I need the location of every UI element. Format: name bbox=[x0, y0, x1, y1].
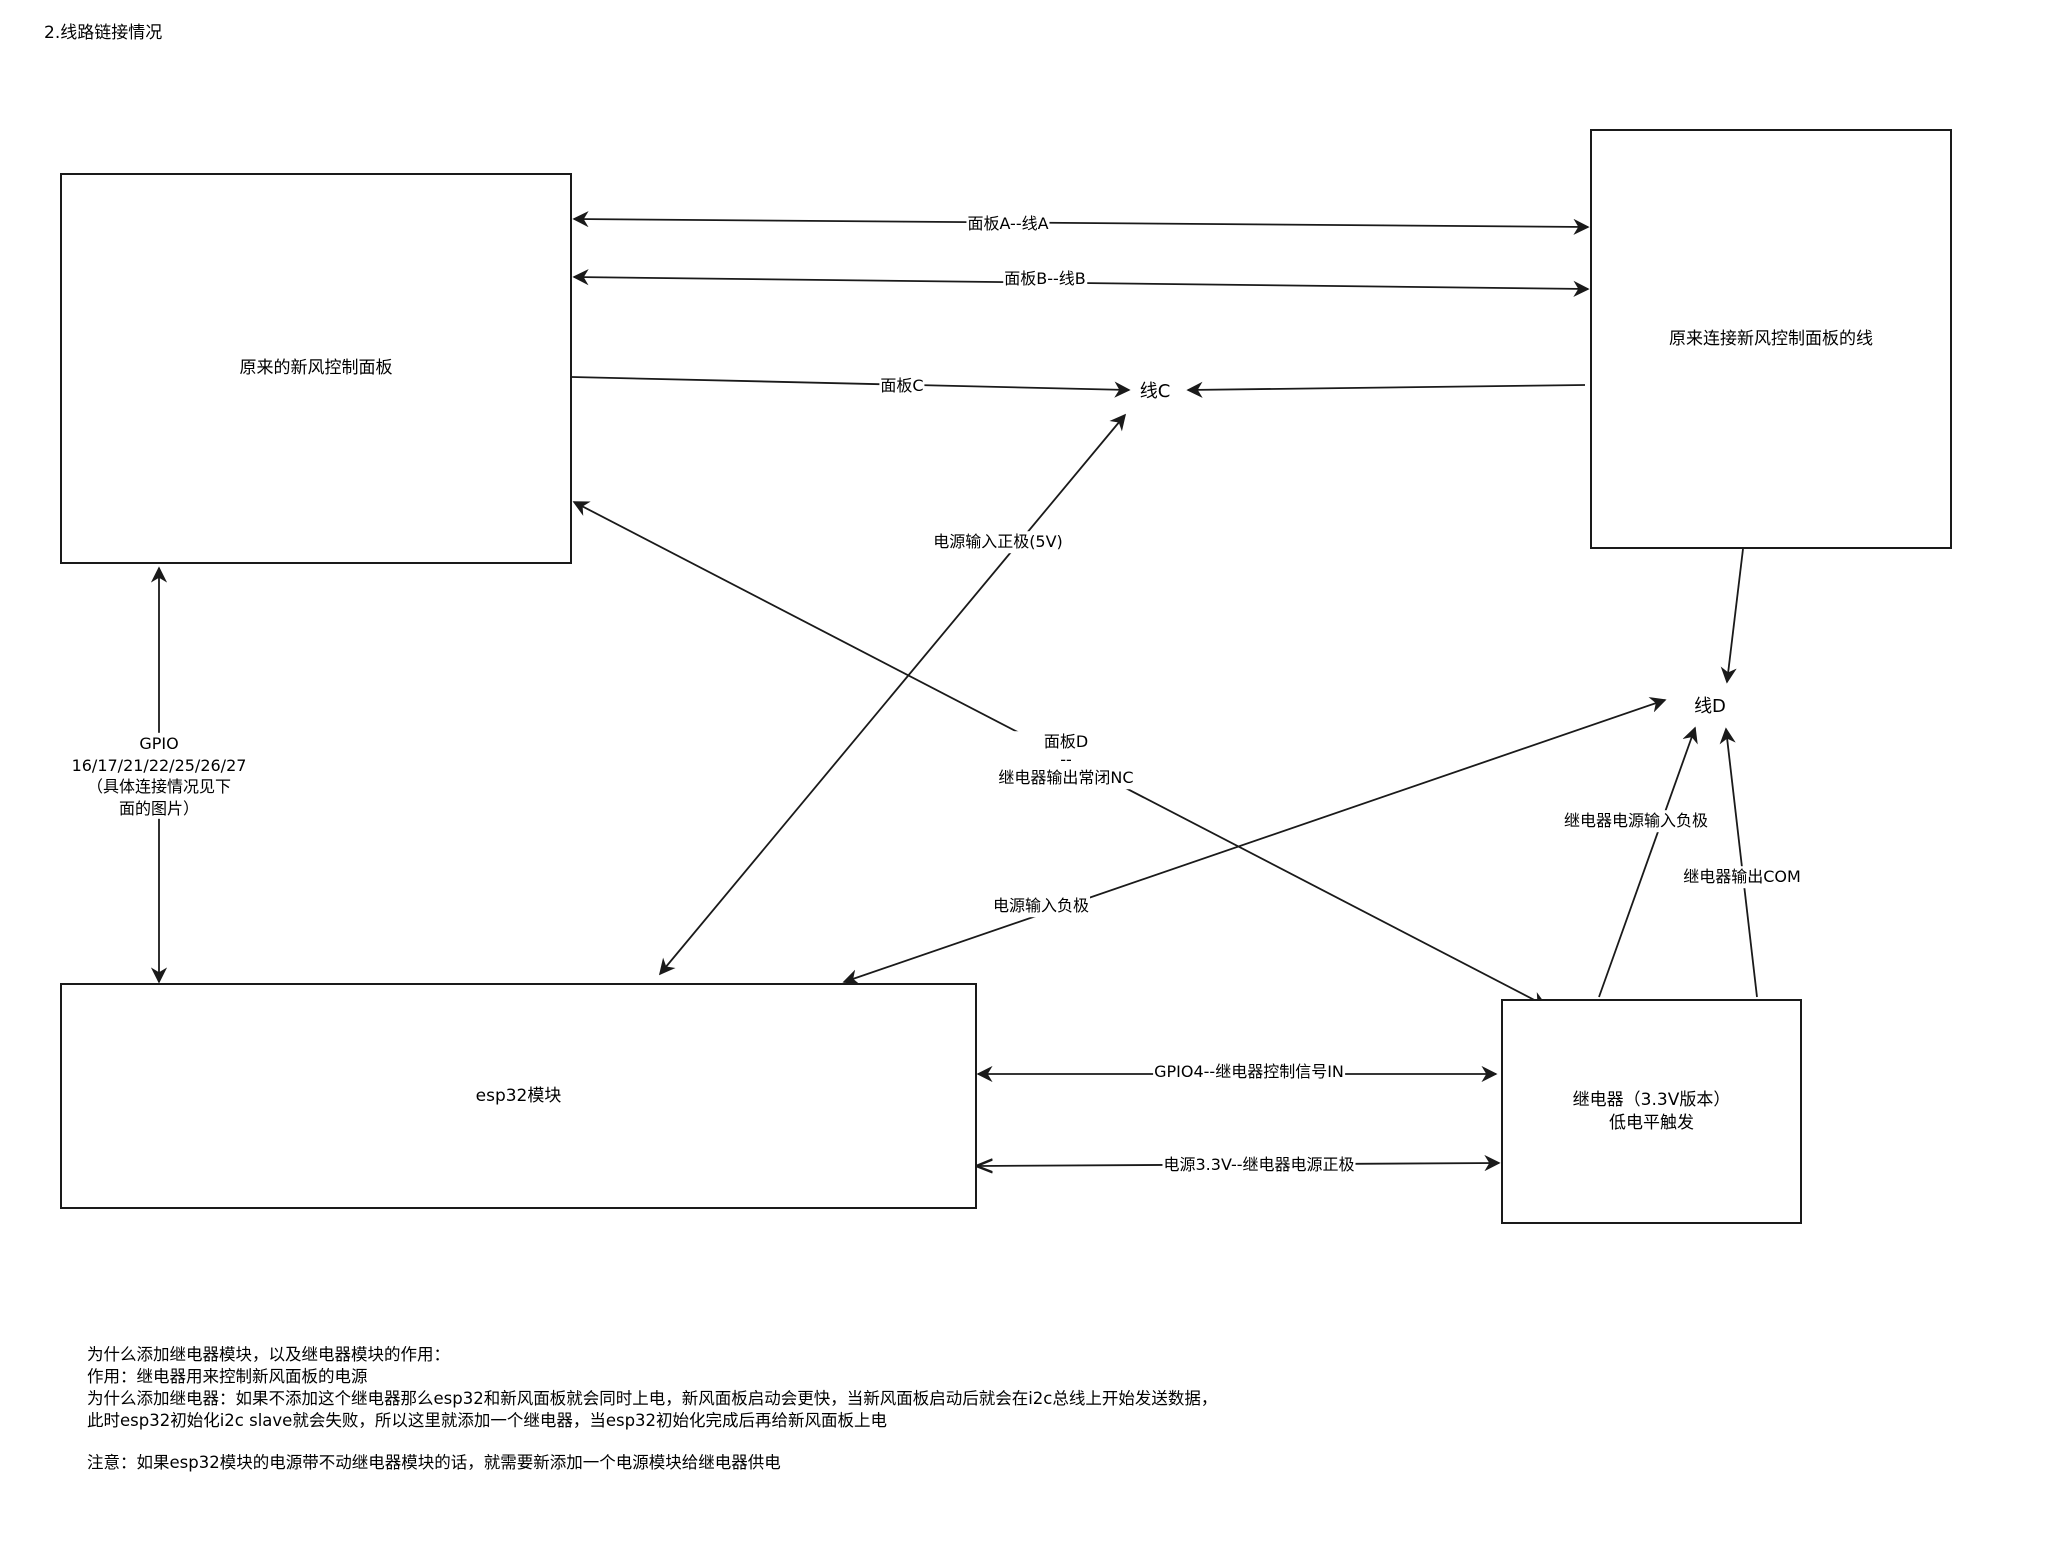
label-panel-d-line3: 继电器输出常闭NC bbox=[998, 768, 1134, 788]
notes-block: 为什么添加继电器模块，以及继电器模块的作用： 作用：继电器用来控制新风面板的电源… bbox=[87, 1344, 1217, 1474]
label-gpio4: GPIO4--继电器控制信号IN bbox=[1153, 1061, 1345, 1083]
note-line-2: 作用：继电器用来控制新风面板的电源 bbox=[87, 1367, 368, 1386]
label-panel-c: 面板C bbox=[879, 375, 925, 397]
label-power-3v3: 电源3.3V--继电器电源正极 bbox=[1162, 1154, 1356, 1176]
note-line-4: 此时esp32初始化i2c slave就会失败，所以这里就添加一个继电器，当es… bbox=[87, 1411, 888, 1430]
arrow-panel-c bbox=[571, 376, 1131, 398]
label-power-negative: 电源输入负极 bbox=[991, 895, 1091, 917]
wire-c-node: 线C bbox=[1139, 381, 1171, 402]
note-line-3: 为什么添加继电器：如果不添加这个继电器那么esp32和新风面板就会同时上电，新风… bbox=[87, 1389, 1218, 1408]
wire-d-node: 线D bbox=[1694, 696, 1726, 717]
note-line-5: 注意：如果esp32模块的电源带不动继电器模块的话，就需要新添加一个电源模块给继… bbox=[87, 1453, 781, 1472]
arrow-relay-power-negative bbox=[1598, 726, 1698, 998]
label-gpio-line3: （具体连接情况见下 bbox=[86, 777, 232, 796]
label-panel-a-wire-a: 面板A--线A bbox=[966, 213, 1050, 235]
panel-box: 原来的新风控制面板 bbox=[60, 173, 572, 564]
label-panel-d-nc: 面板D -- 继电器输出常闭NC bbox=[997, 731, 1135, 789]
label-panel-b-wire-b: 面板B--线B bbox=[1003, 268, 1087, 290]
relay-box-label-2: 低电平触发 bbox=[1608, 1112, 1694, 1133]
label-panel-d-line1: 面板D bbox=[1043, 732, 1089, 752]
esp32-box: esp32模块 bbox=[60, 983, 977, 1209]
label-gpio-line4: 面的图片） bbox=[118, 798, 200, 818]
page-title: 2.线路链接情况 bbox=[44, 23, 163, 43]
label-panel-d-line2: -- bbox=[1060, 749, 1072, 769]
label-power-positive: 电源输入正极(5V) bbox=[932, 531, 1064, 553]
arrow-power-negative bbox=[842, 697, 1667, 985]
note-line-1: 为什么添加继电器模块，以及继电器模块的作用： bbox=[87, 1345, 450, 1364]
label-gpio-line1: GPIO bbox=[139, 733, 179, 753]
label-gpio: GPIO 16/17/21/22/25/26/27 （具体连接情况见下 面的图片… bbox=[70, 732, 248, 820]
panel-wires-box: 原来连接新风控制面板的线 bbox=[1590, 129, 1952, 549]
note-gap bbox=[87, 1432, 1217, 1452]
arrow-wires-to-wire-c bbox=[1186, 381, 1586, 398]
relay-box: 继电器（3.3V版本） 低电平触发 bbox=[1501, 999, 1802, 1224]
esp32-box-label: esp32模块 bbox=[475, 1085, 562, 1106]
panel-box-label: 原来的新风控制面板 bbox=[239, 358, 393, 379]
label-relay-com: 继电器输出COM bbox=[1682, 866, 1802, 888]
label-relay-power-negative: 继电器电源输入负极 bbox=[1562, 810, 1710, 832]
label-gpio-line2: 16/17/21/22/25/26/27 bbox=[71, 755, 247, 775]
arrow-panel-a-wire-a bbox=[572, 211, 1590, 235]
arrow-wires-to-wire-d bbox=[1720, 548, 1744, 684]
panel-wires-box-label: 原来连接新风控制面板的线 bbox=[1669, 328, 1873, 349]
arrow-power-positive bbox=[658, 413, 1127, 976]
relay-box-label-1: 继电器（3.3V版本） bbox=[1572, 1089, 1731, 1110]
arrow-relay-com bbox=[1719, 727, 1758, 998]
